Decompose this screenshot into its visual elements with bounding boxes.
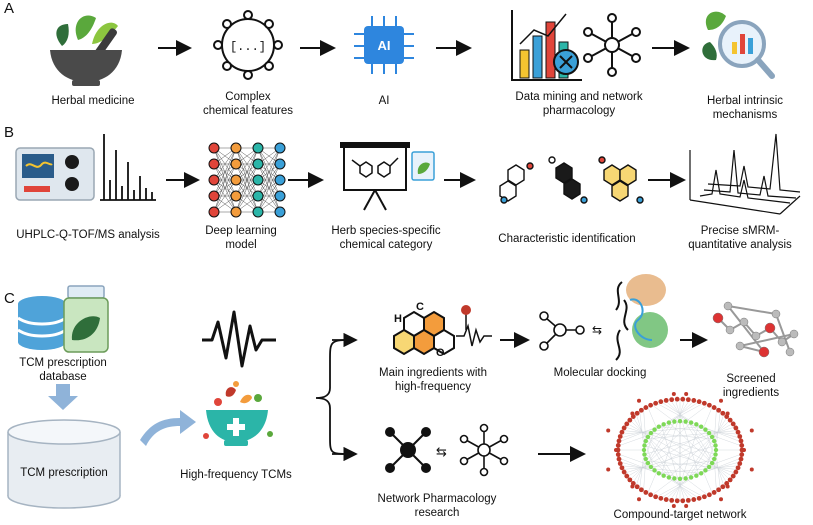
label-data-mining-2: pharmacology	[542, 105, 616, 117]
star-network-icon	[459, 423, 509, 477]
presentation-board-icon	[340, 142, 435, 211]
mortar-pestle-icon	[50, 15, 122, 86]
label-srm-1: Precise sMRM-	[700, 225, 780, 237]
down-arrow	[48, 384, 78, 410]
label-ai: AI	[378, 95, 390, 107]
label-deep-learning-2: model	[225, 239, 257, 251]
label-main-ingredients-2: high-frequency	[394, 381, 472, 393]
wave-icon	[202, 310, 276, 368]
prescription-cylinder-icon	[7, 419, 121, 509]
label-herb-species-2: chemical category	[339, 239, 433, 251]
exchange-arrows-icon: ⇆	[436, 445, 447, 460]
panel-label-a: A	[4, 0, 15, 17]
panel-label-c: C	[4, 290, 15, 307]
ligand-graph-icon	[539, 311, 585, 351]
label-deep-learning-1: Deep learning	[205, 225, 277, 237]
ai-chip-text: AI	[378, 38, 391, 53]
panel-label-b: B	[4, 124, 15, 141]
label-main-ingredients-1: Main ingredients with	[378, 367, 488, 379]
label-screened-2: ingredients	[722, 387, 780, 399]
label-mechanisms-1: Herbal intrinsic	[706, 95, 784, 107]
hex-letter-c: C	[416, 301, 424, 313]
complex-glyph: [...]	[230, 40, 266, 54]
hex-letter-o: O	[436, 347, 445, 359]
ball-stick-molecule-icon	[712, 301, 799, 358]
hex-letter-h: H	[394, 313, 402, 325]
label-srm-2: quantitative analysis	[688, 239, 792, 251]
label-characteristic: Characteristic identification	[498, 233, 636, 245]
lcms-instrument-icon	[15, 147, 95, 201]
label-data-mining-1: Data mining and network	[515, 91, 643, 103]
docking-exchange-icon: ⇆	[592, 323, 602, 337]
magnifier-leaf-icon	[702, 11, 775, 79]
label-mechanisms-2: mechanisms	[712, 109, 778, 121]
curved-arrow	[140, 410, 196, 446]
medicine-bottle-icon	[63, 285, 109, 353]
label-tcm-db-2: database	[39, 371, 87, 383]
label-herbal-medicine: Herbal medicine	[51, 95, 135, 107]
chromatogram-3d-icon	[689, 133, 801, 215]
hub-network-icon	[385, 427, 431, 473]
hexagon-molecule-icon	[393, 310, 455, 356]
pin-wave-icon	[456, 305, 492, 347]
label-tcm-db-1: TCM prescription	[19, 357, 107, 369]
label-molecular-docking: Molecular docking	[553, 367, 647, 379]
label-compound-target: Compound-target network	[613, 509, 747, 521]
protein-structure-icon	[615, 274, 668, 361]
label-screened-1: Screened	[726, 373, 776, 385]
label-network-pharm-1: Network Pharmacology	[377, 493, 497, 505]
network-star-icon	[583, 13, 641, 77]
database-icon	[17, 296, 67, 350]
label-network-pharm-2: research	[414, 507, 460, 519]
compound-target-network-icon	[606, 392, 754, 508]
herb-bowl-icon	[203, 381, 273, 446]
data-mining-chart-icon	[511, 10, 582, 81]
label-uhplc: UHPLC-Q-TOF/MS analysis	[16, 229, 160, 241]
neural-network-icon	[208, 142, 286, 218]
split-brace	[315, 339, 347, 455]
label-complex-2: chemical features	[202, 105, 294, 117]
ai-chip-icon	[354, 16, 414, 74]
ms-spectrum-icon	[100, 134, 156, 201]
label-herb-species-1: Herb species-specific	[331, 225, 441, 237]
molecule-icons	[499, 156, 644, 204]
chemical-network-icon	[213, 10, 283, 80]
label-tcm-prescription: TCM prescription	[20, 467, 108, 479]
label-high-freq-tcms: High-frequency TCMs	[180, 469, 292, 481]
label-complex-1: Complex	[225, 91, 271, 103]
